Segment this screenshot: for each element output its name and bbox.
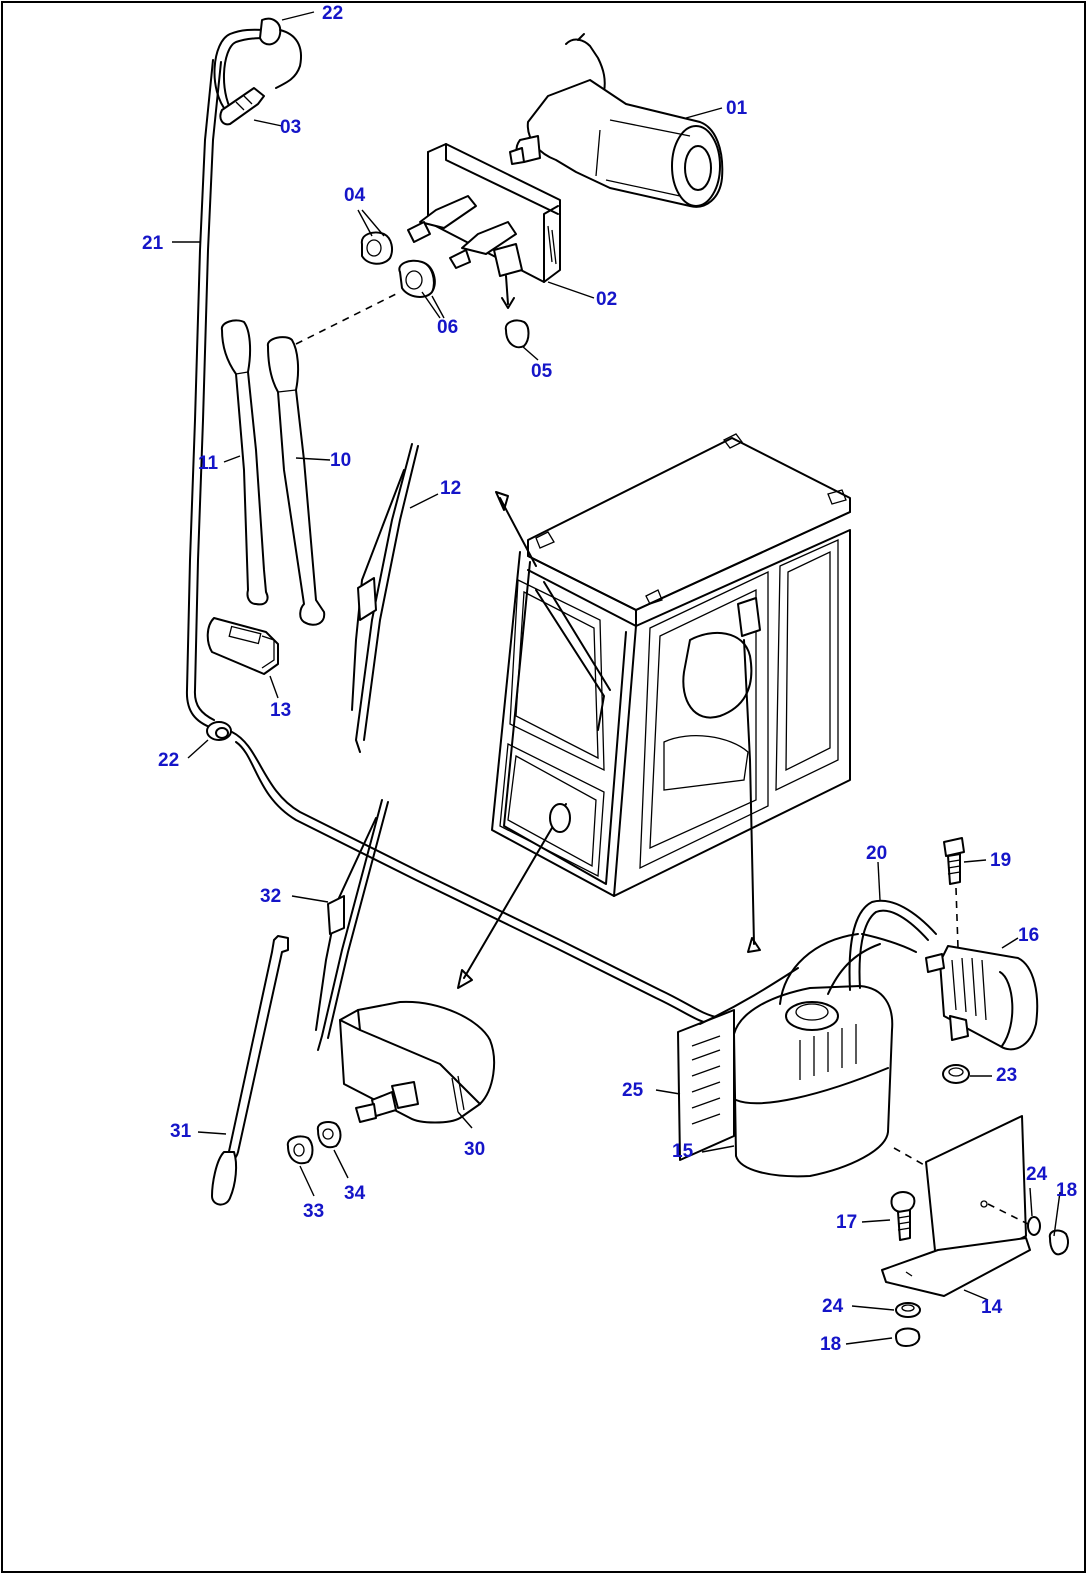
callout-03: 03 bbox=[280, 117, 301, 138]
bracket-13 bbox=[206, 617, 279, 675]
nozzle-03 bbox=[219, 87, 265, 126]
callout-25: 25 bbox=[622, 1080, 644, 1101]
callout-23: 23 bbox=[996, 1065, 1017, 1086]
arrow-to-tank bbox=[737, 597, 761, 953]
callout-32: 32 bbox=[260, 886, 281, 907]
wiper-motor-01 bbox=[509, 33, 724, 208]
callout-22-bottom: 22 bbox=[158, 750, 179, 771]
wiper-arm-10 bbox=[266, 336, 326, 626]
callout-10: 10 bbox=[330, 450, 351, 471]
callout-11: 11 bbox=[198, 453, 219, 474]
hose-20 bbox=[848, 899, 937, 991]
nut-18-right bbox=[1048, 1229, 1069, 1256]
wiper-blade-32 bbox=[315, 799, 389, 1051]
wiper-motor-30 bbox=[339, 1000, 496, 1124]
callout-33: 33 bbox=[303, 1201, 324, 1222]
wiper-motor-02 bbox=[407, 143, 561, 309]
wiper-arm-11 bbox=[220, 319, 269, 606]
washer-24-bottom bbox=[895, 1302, 921, 1318]
wiper-blade-12 bbox=[351, 443, 419, 753]
nut-33 bbox=[286, 1135, 314, 1165]
leader-lines bbox=[172, 11, 1061, 1345]
callout-01: 01 bbox=[726, 98, 748, 119]
callout-21: 21 bbox=[142, 233, 164, 254]
callout-05: 05 bbox=[531, 361, 553, 382]
callout-24-right: 24 bbox=[1026, 1164, 1048, 1185]
grommet-22-bottom bbox=[206, 721, 232, 741]
callout-02: 02 bbox=[596, 289, 617, 310]
tank-bracket-25 bbox=[677, 967, 799, 1161]
callout-34: 34 bbox=[344, 1183, 366, 1204]
nut-06 bbox=[398, 259, 436, 298]
callout-16: 16 bbox=[1018, 925, 1039, 946]
callout-18-bottom: 18 bbox=[820, 1334, 841, 1355]
nut-34 bbox=[316, 1121, 342, 1149]
screw-19 bbox=[943, 837, 965, 949]
callout-24-bottom: 24 bbox=[822, 1296, 844, 1317]
callout-14: 14 bbox=[981, 1297, 1003, 1318]
callout-31: 31 bbox=[170, 1121, 192, 1142]
callout-04: 04 bbox=[344, 185, 366, 206]
assembly-line-arm-10 bbox=[295, 293, 397, 345]
clamp-23 bbox=[942, 1064, 970, 1084]
arrow-to-motor-30 bbox=[457, 803, 571, 989]
nut-05 bbox=[504, 319, 530, 349]
callout-15: 15 bbox=[672, 1141, 694, 1162]
callout-22-top: 22 bbox=[322, 3, 343, 24]
callout-19: 19 bbox=[990, 850, 1011, 871]
callout-12: 12 bbox=[440, 478, 461, 499]
washer-tank-15 bbox=[733, 933, 894, 1178]
callout-20: 20 bbox=[866, 843, 887, 864]
screw-17 bbox=[890, 1191, 916, 1241]
washer-pump-16 bbox=[925, 945, 1039, 1051]
washer-24-right bbox=[1027, 1216, 1041, 1236]
nut-04 bbox=[360, 231, 393, 265]
callout-06: 06 bbox=[437, 317, 458, 338]
callout-13: 13 bbox=[270, 700, 291, 721]
nut-18-bottom bbox=[895, 1327, 921, 1347]
bracket-14 bbox=[881, 1115, 1031, 1297]
arrow-to-front-wiper bbox=[495, 491, 537, 567]
wiper-arm-31 bbox=[211, 935, 289, 1206]
callout-17: 17 bbox=[836, 1212, 857, 1233]
washer-hose-21 bbox=[185, 28, 721, 1027]
cab-assembly bbox=[491, 433, 851, 897]
callout-30: 30 bbox=[464, 1139, 485, 1160]
grommet-22-top bbox=[259, 17, 302, 89]
callout-18-right: 18 bbox=[1056, 1180, 1077, 1201]
